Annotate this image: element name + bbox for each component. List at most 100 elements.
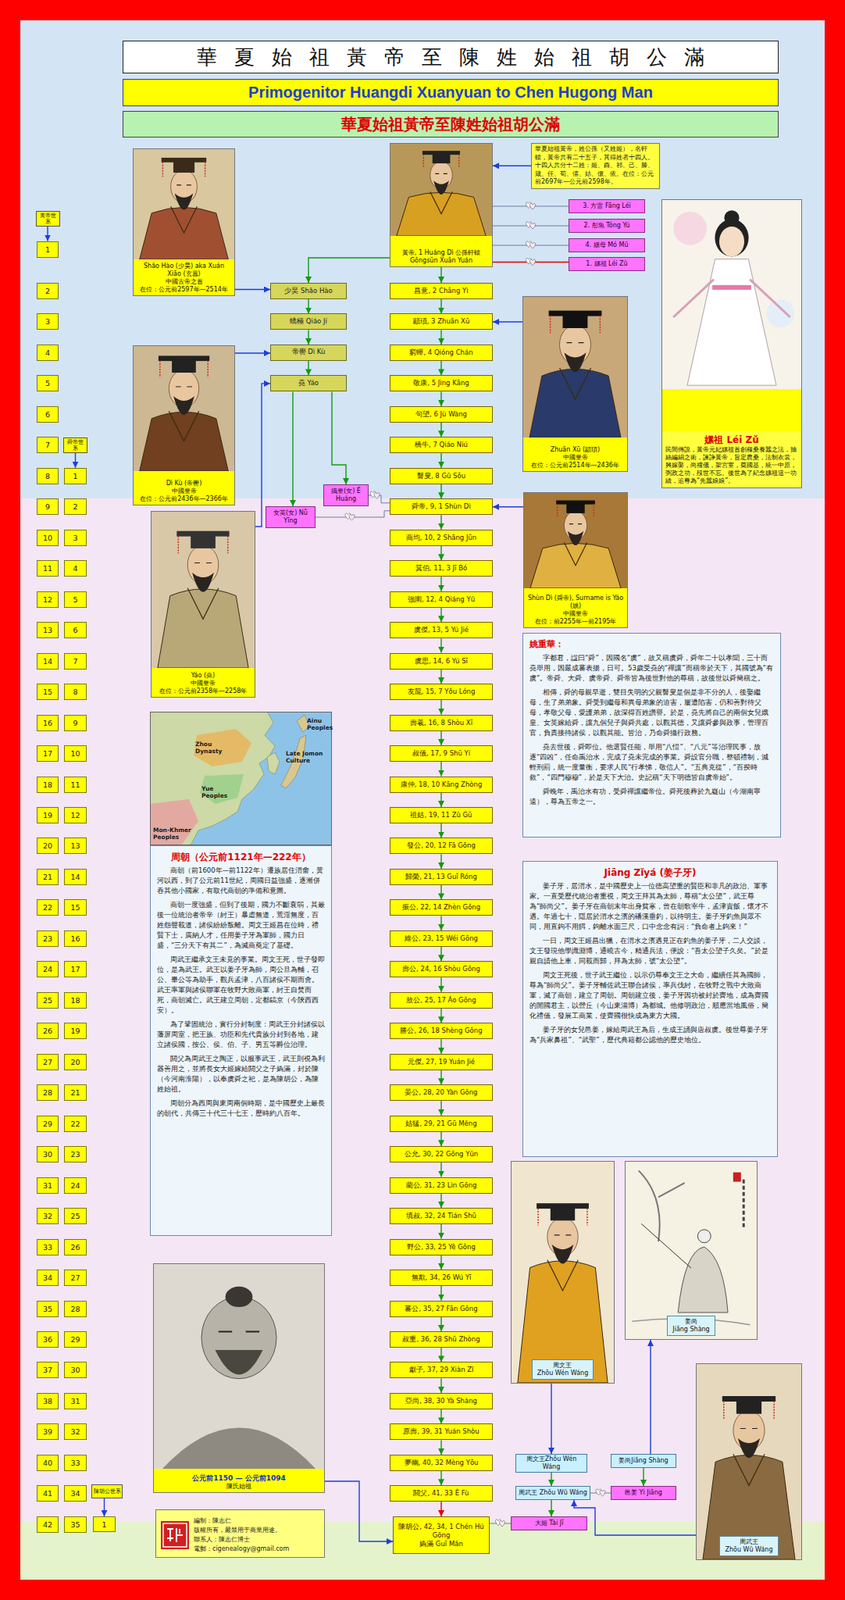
node-text: 1. 嫘祖 Léi Zǔ	[585, 260, 628, 268]
generation-number: 7	[36, 436, 59, 453]
node-text: 橋牛, 7 Qiáo Niú	[414, 440, 468, 450]
generation-number: 15	[64, 898, 87, 916]
generation-number: 26	[36, 1022, 59, 1039]
node-text: 16	[70, 934, 80, 943]
connector	[440, 946, 442, 961]
node-text: 嫘祖 Léi Zǔ	[665, 433, 799, 446]
node-text: 21	[70, 1087, 80, 1097]
connector	[440, 1223, 442, 1239]
heart-icon	[370, 491, 380, 499]
portrait-frame: 周武王Zhōu Wǔ Wáng	[695, 1362, 803, 1560]
node-text: 33	[70, 1458, 80, 1467]
node-text: 壽公, 24, 16 Shòu Gōng	[402, 964, 481, 974]
node-text: 35	[42, 1304, 53, 1313]
connector	[440, 1038, 442, 1054]
generation-number: 18	[64, 991, 87, 1009]
connector	[103, 1497, 105, 1516]
generation-box: 公允, 30, 22 Gōng Yǔn	[389, 1145, 493, 1163]
spouse-box: 3. 方雷 Fāng Léi	[568, 199, 646, 214]
portrait-frame: 嫘祖 Léi Zǔ民間傳說，黃帝元妃嫘祖首創種桑養蠶之法，抽絲編絹之術，諫諍黃帝…	[661, 199, 803, 489]
connector	[440, 299, 442, 314]
node-text: 9	[72, 718, 78, 728]
node-text: 34	[70, 1488, 80, 1498]
connector	[574, 1499, 696, 1535]
generation-box: 無欺, 34, 26 Wú Yī	[389, 1269, 493, 1286]
connector	[440, 1347, 442, 1362]
portrait-illustration	[151, 511, 255, 668]
node-text: 10	[42, 533, 53, 542]
generation-number: 25	[36, 991, 59, 1009]
generation-box: 陳胡公, 42, 34, 1 Chén Hú Gōng媯滿 Guī Mǎn	[392, 1515, 490, 1554]
portrait-illustration	[133, 149, 235, 260]
connector	[440, 669, 442, 685]
family-box: 周武王 Zhōu Wǔ Wáng	[515, 1485, 591, 1500]
node-text: 11	[42, 563, 53, 573]
node-text: 發公, 20, 12 Fā Gōng	[406, 841, 476, 850]
node-text: Dì Kù (帝嚳)	[135, 479, 232, 488]
node-text: 為了鞏固統治，實行分封制度：周武王分封諸侯以藩屏周室，把王族、功臣和先代貴族分封…	[156, 1019, 325, 1050]
node-text: 民間傳說，黃帝元妃嫘祖首創種桑養蠶之法，抽絲編絹之術，諫諍黃帝，旨定農桑，法制衣…	[665, 445, 799, 485]
generation-number: 1	[92, 1515, 116, 1532]
node-text: 30	[42, 1149, 53, 1159]
node-text: 友龍, 15, 7 Yǒu Lóng	[407, 687, 476, 696]
node-text: 20	[42, 841, 53, 850]
node-text: 1	[101, 1519, 107, 1529]
generation-number: 21	[64, 1083, 87, 1101]
node-text: 周朝（公元前1121年—222年）	[156, 850, 325, 863]
portrait-illustration	[133, 345, 235, 471]
node-text: 周文王死後，世子武王繼位，以示仍尊奉文王之大命，繼續任其為國師，尊為“師尚父”。…	[529, 969, 771, 1021]
generation-box: 元傑, 27, 19 Yuán Jié	[389, 1053, 493, 1070]
node-text: 40	[42, 1458, 53, 1467]
generation-box: 蕃公, 35, 27 Fān Gōng	[389, 1300, 493, 1317]
node-text: 在位：公元前2597年—2514年	[135, 285, 232, 294]
connector	[46, 226, 48, 242]
generation-number: 13	[36, 621, 59, 639]
node-text: 句望, 6 Jù Wàng	[415, 410, 468, 419]
generation-number: 25	[64, 1207, 87, 1224]
node-text: 9	[45, 502, 50, 511]
node-text: 15	[70, 902, 80, 912]
node-text: 39	[42, 1426, 53, 1436]
generation-number: 7	[64, 652, 87, 670]
generation-number: 22	[64, 1115, 87, 1132]
portrait-frame: Zhuān Xū (顓頊)中國皇帝在位：公元前2514年—2436年	[522, 295, 628, 472]
node-text: Shùn Dì (舜帝), Surname is Yáo (姚)	[526, 594, 625, 610]
node-text: 勝公, 26, 18 Shèng Gōng	[399, 1026, 482, 1035]
node-text: 商朝（前1600年—前1122年）遷族居住渭畬，黃河以西，到了公元前11世紀，周…	[156, 865, 325, 896]
portrait-frame: 公元前1150 — 公元前1094陳氏始祖	[153, 1262, 325, 1493]
portrait-frame: Shǎo Hào (少昊) aka Xuán Xiāo (玄囂)中國古帝之首在位…	[132, 148, 236, 296]
portrait-illustration	[625, 1161, 757, 1339]
text-panel: Jiāng Zǐyá (姜子牙)姜子牙，居渭水，是中國歷史上一位德高望重的賢臣和…	[522, 860, 778, 1157]
connector	[440, 1069, 442, 1084]
connector	[307, 360, 309, 376]
connector	[440, 1501, 442, 1516]
node-text: 34	[42, 1272, 53, 1282]
generation-number: 6	[64, 621, 87, 639]
node-text: 大姬 Tài Jī	[534, 1518, 564, 1527]
node-text: 藺公, 31, 23 Lìn Gōng	[406, 1180, 478, 1190]
portrait-frame: Shùn Dì (舜帝), Surname is Yáo (姚)中國皇帝在位：前…	[523, 492, 628, 628]
generation-box: 野公, 33, 25 Yě Gōng	[389, 1238, 493, 1256]
node-text: 堯 Yáo	[298, 378, 319, 389]
english-title: Primogenitor Huangdi Xuanyuan to Chen Hu…	[122, 78, 779, 107]
node-text: 24	[70, 1180, 80, 1190]
generation-box: 叔儀, 17, 9 Shū Yí	[389, 745, 493, 762]
connector	[440, 1439, 442, 1455]
node-text: 少昊 Shǎo Hào	[284, 286, 332, 296]
caption-strip: 周武王Zhōu Wǔ Wáng	[719, 1535, 778, 1556]
node-text: 3	[45, 317, 50, 326]
generation-number: 28	[36, 1083, 59, 1101]
node-text: 元傑, 27, 19 Yuán Jié	[407, 1057, 475, 1067]
node-text: 7	[45, 440, 50, 450]
spouse-box: 4. 嫫母 Mó Mǔ	[568, 238, 646, 253]
generation-box: 亞尚, 38, 30 Yà Shàng	[389, 1392, 493, 1409]
heart-icon	[495, 1518, 506, 1526]
node-text: 商朝一度強盛，但到了後期，國力不斷衰弱，其最後一位統治者帝辛（紂王）暴虐無道，荒…	[156, 899, 325, 951]
node-text: 邑姜 Yì Jiāng	[624, 1488, 663, 1497]
connector	[440, 360, 442, 376]
connector	[440, 267, 442, 283]
node-text: 公允, 30, 22 Gōng Yǔn	[404, 1149, 478, 1159]
connector	[440, 391, 442, 407]
node-text: 蟜極 Qiáo Jí	[289, 317, 328, 327]
node-text: 2	[72, 502, 78, 511]
